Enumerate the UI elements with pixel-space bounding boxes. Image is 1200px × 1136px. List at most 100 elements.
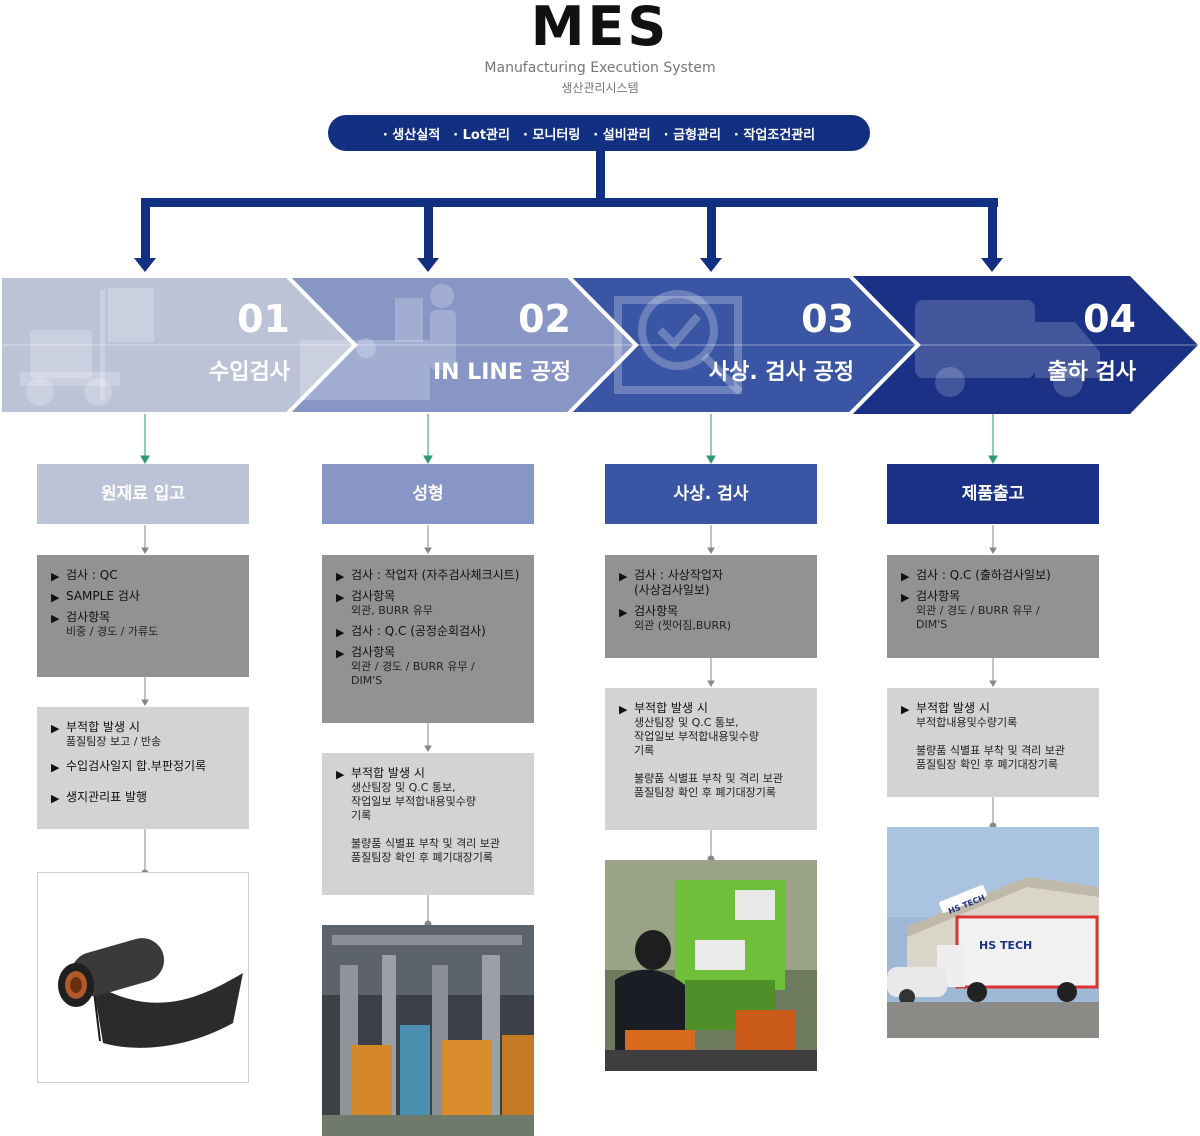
item-head: 검사 : Q.C (공정순회검사)	[351, 624, 486, 638]
triangle-bullet-icon: ▶	[336, 647, 345, 660]
item-head: 생지관리표 발행	[66, 790, 148, 804]
subtitle-english: Manufacturing Execution System	[484, 60, 716, 76]
item-head: 검사 : Q.C (출하검사일보)	[916, 568, 1051, 582]
item-head: 검사항목	[351, 645, 396, 659]
function-item: · 모니터링	[522, 127, 581, 143]
item-head: 부적합 발생 시	[916, 701, 990, 715]
stage-label: 사상. 검사 공정	[709, 360, 854, 385]
page-title: MES	[530, 0, 670, 58]
forklift-icon	[20, 288, 154, 406]
truck-icon	[915, 300, 1100, 397]
function-item: · 금형관리	[663, 127, 721, 143]
triangle-bullet-icon: ▶	[51, 722, 60, 735]
stage-number: 03	[801, 297, 854, 341]
list-item: ▶ 수입검사일지 합.부판정기록	[51, 759, 237, 774]
triangle-bullet-icon: ▶	[336, 768, 345, 781]
function-item: · 작업조건관리	[733, 127, 816, 143]
mes-functions-bar: · 생산실적 · Lot관리 · 모니터링 · 설비관리 · 금형관리 · 작업…	[328, 115, 870, 151]
stage-arrow-04	[850, 276, 1198, 414]
triangle-bullet-icon: ▶	[901, 591, 910, 604]
item-head: 수입검사일지 합.부판정기록	[66, 759, 207, 773]
item-detail: 외관, BURR 유무	[351, 604, 433, 617]
stage-number: 01	[237, 297, 290, 341]
item-head: 검사항목	[66, 610, 111, 624]
distribution-connector	[134, 150, 1003, 272]
stage-label: 출하 검사	[1047, 360, 1136, 385]
triangle-bullet-icon: ▶	[51, 591, 60, 604]
truck-logo-text: HS TECH	[979, 939, 1032, 952]
item-head: 검사항목	[351, 589, 396, 603]
magnifier-check-icon	[614, 290, 743, 395]
triangle-bullet-icon: ▶	[619, 570, 628, 583]
stage-label: 수입검사	[209, 360, 291, 385]
stage-number: 02	[518, 297, 571, 341]
triangle-bullet-icon: ▶	[51, 792, 60, 805]
item-detail: 부적합내용및수량기록 불량품 식별표 부착 및 격리 보관 품질팀장 확인 후 …	[916, 716, 1066, 771]
item-head: 검사 : QC	[66, 568, 118, 582]
list-item: ▶ 검사 : 작업자 (자주검사체크시트)	[336, 568, 522, 583]
subtitle-korean: 생산관리시스템	[561, 81, 639, 95]
item-detail: 비중 / 경도 / 가류도	[66, 625, 159, 638]
triangle-bullet-icon: ▶	[901, 703, 910, 716]
item-head: 부적합 발생 시	[634, 701, 708, 715]
molding-machine-photo	[322, 925, 534, 1136]
item-detail: 생산팀장 및 Q.C 통보, 작업일보 부적합내용및수량 기록 불량품 식별표 …	[351, 781, 501, 864]
triangle-bullet-icon: ▶	[51, 761, 60, 774]
item-head: 검사 : 작업자 (자주검사체크시트)	[351, 568, 520, 582]
triangle-bullet-icon: ▶	[901, 570, 910, 583]
delivery-truck-photo: HS TECH HS TECH	[887, 827, 1099, 1038]
list-item: ▶검사 : QC	[51, 568, 237, 583]
triangle-bullet-icon: ▶	[336, 570, 345, 583]
item-head: 검사항목	[916, 589, 961, 603]
item-detail: 외관 / 경도 / BURR 유무 / DIM'S	[351, 660, 475, 687]
column-connectors	[140, 414, 998, 928]
process-box: 성형	[322, 464, 534, 524]
item-head: 검사항목	[634, 604, 679, 618]
triangle-bullet-icon: ▶	[336, 591, 345, 604]
item-head: SAMPLE 검사	[66, 589, 140, 603]
triangle-bullet-icon: ▶	[619, 606, 628, 619]
rubber-sheet-roll-photo	[37, 872, 249, 1083]
item-detail: 외관 / 경도 / BURR 유무 / DIM'S	[916, 604, 1040, 631]
inspection-worker-photo	[605, 860, 817, 1071]
process-box: 원재료 입고	[37, 464, 249, 524]
worker-machine-icon	[300, 284, 456, 400]
item-detail: 품질팀장 보고 / 반송	[66, 735, 162, 748]
list-item: ▶ 생지관리표 발행	[51, 790, 237, 805]
process-box: 제품출고	[887, 464, 1099, 524]
process-box: 사상. 검사	[605, 464, 817, 524]
stage-number: 04	[1083, 297, 1136, 341]
item-head: 부적합 발생 시	[66, 720, 140, 734]
triangle-bullet-icon: ▶	[336, 626, 345, 639]
triangle-bullet-icon: ▶	[619, 703, 628, 716]
list-item: ▶ 검사 : Q.C (공정순회검사)	[336, 624, 522, 639]
process-flow-diagram: 01 수입검사 02 IN LINE 공정 03 사상. 검사 공정 04 출하…	[0, 150, 1200, 416]
stage-arrow-01	[0, 274, 358, 416]
function-item: · Lot관리	[453, 127, 510, 143]
item-head: 부적합 발생 시	[351, 766, 425, 780]
stage-label: IN LINE 공정	[433, 360, 571, 385]
function-item: · 설비관리	[593, 127, 651, 143]
list-item: ▶ 검사 : Q.C (출하검사일보)	[901, 568, 1087, 583]
triangle-bullet-icon: ▶	[51, 612, 60, 625]
item-detail: 외관 (찟어짐,BURR)	[634, 619, 732, 632]
list-item: ▶검사 : 사상작업자 (사상검사일보)	[619, 568, 805, 598]
item-detail: 생산팀장 및 Q.C 통보, 작업일보 부적합내용및수량 기록 불량품 식별표 …	[634, 716, 784, 799]
